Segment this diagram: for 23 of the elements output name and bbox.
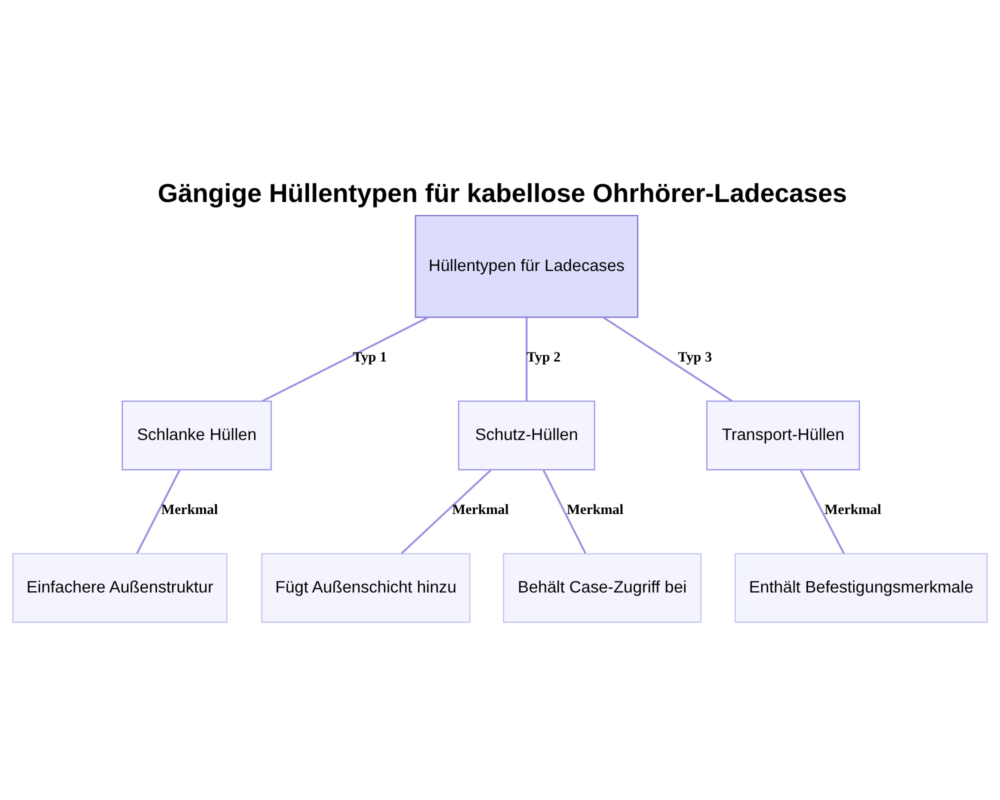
edge-label: Typ 3 [678, 350, 712, 366]
edge-label: Typ 1 [352, 350, 387, 366]
edge-label: Typ 2 [526, 350, 561, 366]
connector [542, 470, 586, 554]
node-box: Behält Case-Zugriff bei [502, 553, 702, 623]
node-box: Fügt Außenschicht hinzu [261, 553, 470, 623]
node-box: Hüllentypen für Ladecases [414, 214, 638, 318]
connector [262, 316, 428, 402]
edge-label: Merkmal [566, 502, 624, 518]
node-box: Schutz-Hüllen [458, 400, 596, 470]
edge-label: Merkmal [824, 502, 882, 518]
diagram-title: Gängige Hüllentypen für kabellose Ohrhörer-Ladecases [158, 178, 847, 208]
edge-label: Merkmal [161, 502, 218, 518]
connector [526, 318, 528, 402]
connector [602, 316, 733, 402]
connector [800, 470, 845, 554]
edge-label: Merkmal [452, 502, 509, 518]
connector [400, 469, 492, 554]
node-box: Transport-Hüllen [706, 400, 860, 470]
connector [136, 470, 181, 554]
node-box: Schlanke Hüllen [122, 400, 272, 470]
node-box: Enthält Befestigungsmerkmale [734, 553, 988, 623]
node-box: Einfachere Außenstruktur [12, 553, 228, 623]
